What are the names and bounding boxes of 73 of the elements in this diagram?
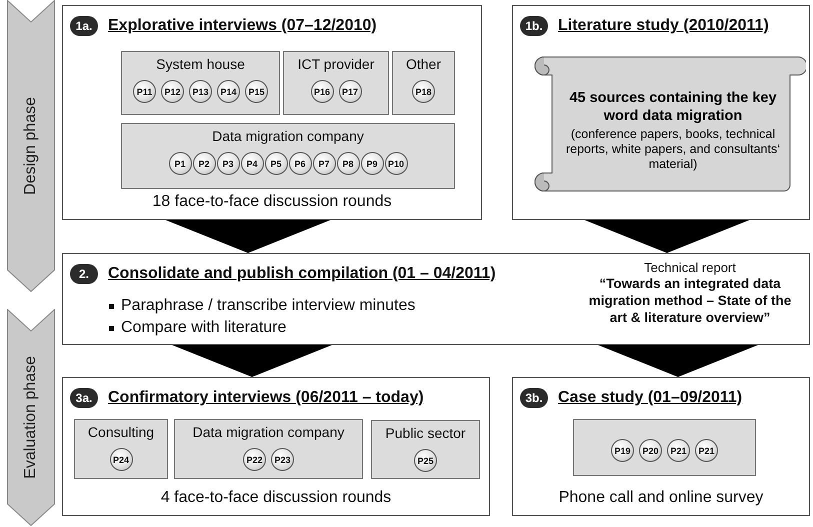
block-arrow <box>598 344 758 378</box>
group-box <box>121 51 280 115</box>
participant-circle: P14 <box>217 80 240 103</box>
group-label: Data migration company <box>212 128 364 144</box>
report-label: Technical report <box>643 260 737 275</box>
participant-circle: P11 <box>133 80 156 103</box>
report-title: “Towards an integrated data migration method – State of the art & literature overview” <box>588 275 792 326</box>
panel-title: Consolidate and publish compilation (01 – 04/2011) <box>108 265 496 283</box>
participant-circle: P2 <box>192 152 216 175</box>
bullet-item: Paraphrase / transcribe interview minutes <box>121 297 416 315</box>
scroll-heading: 45 sources containing the key word data migration <box>568 88 778 124</box>
phase-panel <box>512 5 810 220</box>
participant-circle: P7 <box>312 152 336 175</box>
participant-circle: P18 <box>412 80 435 103</box>
step-badge: 3b. <box>520 388 548 408</box>
group-box <box>371 420 480 479</box>
group-label: ICT provider <box>298 56 374 72</box>
participant-circle: P13 <box>189 80 212 103</box>
step-badge: 2. <box>70 264 98 284</box>
participant-circle: P22 <box>243 448 266 471</box>
phase-chevron <box>7 0 55 292</box>
group-label: Data migration company <box>192 424 344 440</box>
participant-circle: P23 <box>271 448 294 471</box>
block-arrow <box>584 220 750 254</box>
step-badge: 1a. <box>70 16 98 36</box>
step-badge: 1b. <box>520 16 548 36</box>
block-arrow <box>172 344 332 378</box>
step-badge: 3a. <box>70 388 98 408</box>
group-label: Consulting <box>88 424 154 440</box>
participant-circle: P1 <box>168 152 192 175</box>
participant-circle: P10 <box>384 152 408 175</box>
panel-title: Case study (01–09/2011) <box>558 389 742 407</box>
phase-panel <box>62 5 482 220</box>
phase-panel <box>62 377 490 516</box>
phase-label: Evaluation phase <box>22 356 40 479</box>
participant-circle: P20 <box>639 439 662 462</box>
participant-circle: P17 <box>338 80 362 103</box>
participant-circle: P21 <box>695 439 718 462</box>
participant-circle: P16 <box>310 80 334 103</box>
participant-circle: P25 <box>414 449 437 472</box>
bullet-item: Compare with literature <box>121 319 286 337</box>
participant-circle: P4 <box>240 152 264 175</box>
block-arrow <box>166 220 330 254</box>
participant-circle: P15 <box>245 80 268 103</box>
panel-footer: 4 face-to-face discussion rounds <box>63 489 489 507</box>
scroll-text: (conference papers, books, technical reports, white papers, and consultants‘ material) <box>564 126 781 172</box>
participant-circle: P9 <box>360 152 384 175</box>
panel-footer: Phone call and online survey <box>513 489 809 507</box>
group-label: Other <box>406 56 441 72</box>
panel-footer: 18 face-to-face discussion rounds <box>63 193 481 211</box>
group-box <box>74 419 168 479</box>
participant-circle: P6 <box>288 152 312 175</box>
group-box <box>174 419 363 479</box>
participant-circle: P19 <box>611 439 634 462</box>
participant-circle: P8 <box>336 152 360 175</box>
panel-title: Confirmatory interviews (06/2011 – today) <box>108 389 424 407</box>
participant-circle: P5 <box>264 152 288 175</box>
phase-label: Design phase <box>22 97 40 195</box>
participant-circle: P24 <box>110 448 132 471</box>
group-box <box>283 51 389 115</box>
group-box <box>121 123 455 189</box>
panel-title: Explorative interviews (07–12/2010) <box>108 17 377 35</box>
phase-panel <box>512 377 810 516</box>
participant-circle: P21 <box>667 439 690 462</box>
panel-title: Literature study (2010/2011) <box>558 17 769 35</box>
participant-circle: P12 <box>161 80 184 103</box>
participant-circle: P3 <box>216 152 240 175</box>
group-box <box>392 51 455 115</box>
phase-panel <box>62 253 810 345</box>
phase-chevron <box>7 309 55 526</box>
group-label: Public sector <box>385 425 466 441</box>
group-label: System house <box>156 56 245 72</box>
group-box <box>573 419 756 476</box>
